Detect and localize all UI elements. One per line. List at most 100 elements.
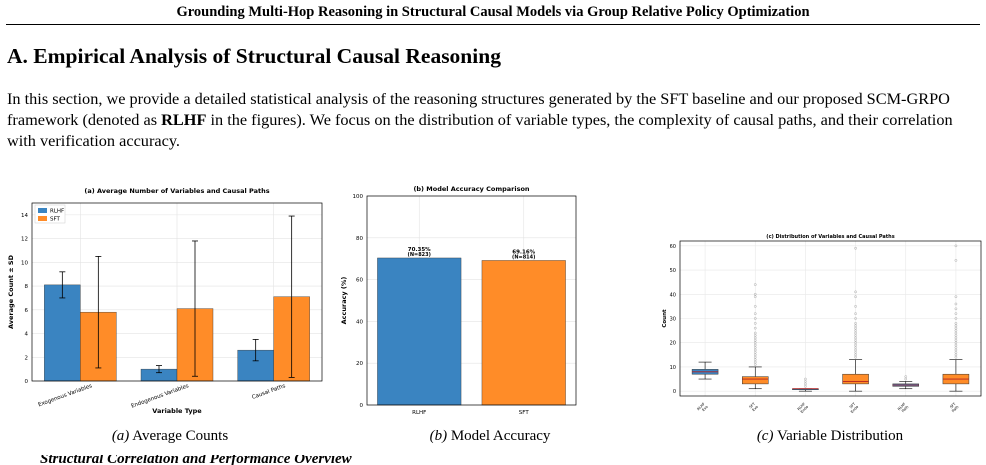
chart-c-outlier	[954, 244, 958, 248]
chart-variable-distribution: (c) Distribution of Variables and Causal…	[662, 234, 982, 414]
chart-b-bar	[377, 257, 462, 406]
chart-c-outlier	[954, 322, 958, 325]
chart-b-frame	[366, 195, 577, 406]
intro-paragraph: In this section, we provide a detailed s…	[7, 88, 979, 151]
chart-b-title: (b) Model Accuracy Comparison	[413, 185, 529, 193]
chart-a-legend-label: RLHF	[50, 209, 64, 215]
chart-c-xtick-label: SFTExo	[749, 401, 760, 412]
chart-a-ytick-label: 14	[21, 213, 28, 219]
chart-c-outlier	[854, 331, 857, 335]
chart-c-outlier	[854, 322, 857, 325]
section-title: A. Empirical Analysis of Structural Caus…	[7, 44, 501, 68]
chart-c-outlier	[753, 351, 757, 354]
chart-c-outlier	[753, 295, 757, 299]
chart-c-ytick-label: 60	[670, 244, 676, 250]
chart-average-counts: (a) Average Number of Variables and Caus…	[7, 187, 323, 415]
chart-b-xtick-label: RLHF	[412, 410, 426, 416]
chart-c-outlier	[854, 329, 857, 332]
chart-c-xtick-label-line: RLHF	[897, 402, 906, 411]
chart-c-outlier	[854, 246, 857, 250]
paragraph-bold-rlhf: RLHF	[161, 110, 207, 129]
chart-c-outlier	[954, 329, 958, 332]
chart-c-xtick-label-line: Exo	[701, 405, 708, 412]
chart-c-outlier	[804, 377, 807, 381]
chart-b-xtick-label: SFT	[519, 410, 530, 416]
chart-b-ytick-label: 60	[356, 278, 363, 284]
chart-a-ytick-label: 12	[21, 237, 28, 243]
chart-c-xtick-label-line: Path	[901, 405, 909, 413]
chart-c-ytick-label: 10	[670, 365, 676, 371]
chart-c-outlier	[854, 290, 857, 294]
chart-c-outlier	[804, 382, 807, 386]
chart-c-outlier	[753, 326, 757, 330]
chart-a-ytick-label: 6	[25, 308, 29, 314]
chart-c-outlier	[954, 346, 958, 349]
chart-c-outlier	[854, 355, 857, 359]
chart-c-ytick-label: 40	[670, 292, 676, 298]
cut-off-text: Structural Correlation and Performance O…	[40, 455, 960, 465]
chart-c-outlier	[753, 292, 757, 296]
chart-c-outlier	[753, 283, 757, 286]
chart-c-outlier	[904, 377, 908, 381]
chart-c-outlier	[954, 326, 958, 330]
chart-c-outlier	[854, 295, 857, 299]
chart-c-outlier	[753, 322, 757, 325]
caption-b-text: Model Accuracy	[447, 428, 551, 444]
chart-c-xtick-label-line: Exo	[752, 405, 759, 412]
chart-c-xtick-label-line: Endo	[800, 405, 809, 414]
chart-c-outlier	[954, 324, 958, 328]
chart-b-data-label: 70.35%	[408, 247, 431, 253]
chart-b-ytick-label: 0	[360, 403, 364, 409]
chart-c-title: (c) Distribution of Variables and Causal…	[766, 234, 894, 240]
chart-a-ytick-label: 8	[25, 284, 29, 290]
chart-c-outlier	[954, 331, 958, 335]
chart-a-ytick-label: 2	[25, 355, 29, 361]
chart-c-outlier	[753, 343, 757, 347]
chart-c-outlier	[753, 317, 757, 320]
chart-c-xtick-label: SFTPath	[948, 401, 960, 413]
chart-c-outlier	[854, 334, 857, 337]
chart-c-ylabel: Count	[662, 309, 668, 328]
chart-c-xtick-label-line: RLHF	[797, 402, 806, 411]
chart-a-xtick-label: Causal Paths	[251, 383, 286, 401]
chart-b-n-label: (N=823)	[408, 252, 431, 258]
chart-c-xtick-label: RLHFEndo	[797, 402, 809, 414]
chart-c-xtick-label-line: SFT	[849, 401, 857, 409]
chart-c-outlier	[904, 375, 908, 378]
chart-a-frame	[31, 202, 323, 382]
paragraph-part-1: In this section, we provide a detailed s…	[7, 89, 950, 129]
chart-a-xtick-label: Endogenous Variables	[131, 383, 190, 409]
chart-c-outlier	[854, 324, 857, 328]
running-header: Grounding Multi-Hop Reasoning in Structu…	[176, 4, 810, 20]
chart-c-outlier	[804, 385, 807, 388]
chart-c-box	[842, 373, 869, 385]
chart-a-legend-label: SFT	[50, 217, 61, 223]
caption-b-label: (b)	[429, 428, 448, 444]
chart-c-outlier	[954, 341, 958, 345]
caption-c: (c) Variable Distribution	[710, 428, 950, 445]
chart-a-ytick-label: 0	[25, 379, 29, 385]
chart-c-xtick-label-line: RLHF	[696, 402, 705, 411]
chart-b-n-label: (N=814)	[512, 254, 535, 260]
chart-c-ytick-label: 20	[670, 341, 676, 347]
chart-c-ytick-label: 0	[673, 389, 676, 395]
chart-a-ytick-label: 10	[21, 260, 28, 266]
chart-model-accuracy: (b) Model Accuracy Comparison02040608010…	[340, 185, 577, 416]
chart-c-outlier	[753, 358, 757, 361]
chart-b-data-label: 69.16%	[512, 249, 535, 255]
chart-b-ylabel: Accuracy (%)	[340, 277, 348, 325]
chart-c-outlier	[753, 348, 757, 352]
chart-c-outlier	[954, 259, 958, 262]
chart-c-outlier	[954, 302, 958, 306]
chart-a-legend-swatch	[38, 216, 47, 221]
chart-c-outlier	[954, 338, 958, 342]
chart-c-xtick-label: RLHFExo	[696, 402, 708, 414]
caption-a: (a) Average Counts	[60, 428, 280, 445]
chart-a-ylabel: Average Count ± SD	[7, 254, 15, 329]
chart-c-outlier	[954, 343, 958, 347]
chart-c-outlier	[753, 338, 757, 342]
caption-c-text: Variable Distribution	[773, 428, 904, 444]
header-rule	[6, 24, 980, 25]
chart-c-xtick-label-line: SFT	[949, 401, 957, 409]
chart-c-outlier	[854, 348, 857, 352]
